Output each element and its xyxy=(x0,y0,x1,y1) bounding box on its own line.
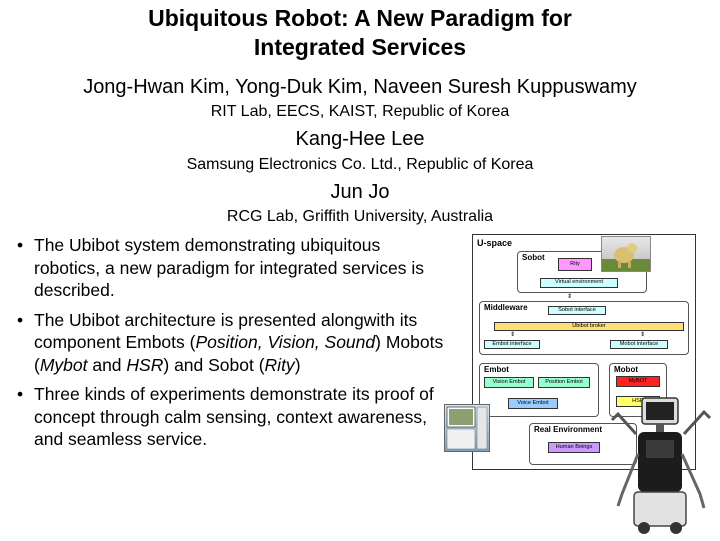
arrow-broker-embot: ⇕ xyxy=(510,332,516,338)
slide-title: Ubiquitous Robot: A New Paradigm for Int… xyxy=(0,4,720,62)
b2-text-1: The Ubibot architecture is presented alo… xyxy=(34,309,418,353)
arrow-sobot-middleware: ⇕ xyxy=(567,294,573,300)
bullet-text-1: The Ubibot system demonstrating ubiquito… xyxy=(34,235,425,300)
position-embot-box: Position Embot xyxy=(538,377,590,388)
ubibot-broker-box: Ubibot broker xyxy=(494,322,684,331)
b2-hsr-italic: HSR xyxy=(126,354,164,375)
bullet-text-2: The Ubibot architecture is presented alo… xyxy=(34,309,446,377)
vision-embot-screenshot xyxy=(444,404,490,452)
bullet-item-2: • The Ubibot architecture is presented a… xyxy=(14,309,446,377)
real-environment-panel: Real Environment Human Beings xyxy=(529,423,637,465)
title-line-1: Ubiquitous Robot: A New Paradigm for xyxy=(148,5,572,31)
bullet-text-3: Three kinds of experiments demonstrate i… xyxy=(34,384,434,449)
sobot-label: Sobot xyxy=(522,253,545,262)
vision-embot-box: Vision Embot xyxy=(484,377,534,388)
middleware-panel: Middleware ⇕ Sobot interface Ubibot brok… xyxy=(479,294,689,355)
authors-3: Jun Jo xyxy=(330,181,390,203)
affiliation-3: RCG Lab, Griffith University, Australia xyxy=(226,208,494,225)
b2-text-3: and xyxy=(87,354,127,375)
embot-panel: Embot Vision Embot Position Embot Voice … xyxy=(479,363,599,417)
sobot-robot-photo xyxy=(601,236,651,272)
bullet-symbol: • xyxy=(17,235,24,255)
b2-rity-italic: Rity xyxy=(264,354,295,375)
bullet-list: • The Ubibot system demonstrating ubiqui… xyxy=(14,234,446,458)
mobot-interface-box: Mobot interface xyxy=(610,340,668,349)
uspace-label: U-space xyxy=(477,238,513,248)
authors-2: Kang-Hee Lee xyxy=(295,128,425,150)
hsr-robot-photo xyxy=(608,394,714,536)
sobot-interface-box: Sobot interface xyxy=(548,306,606,315)
arrow-broker-mobot: ⇕ xyxy=(640,332,646,338)
virtual-environment-box: Virtual environment xyxy=(540,278,618,288)
mobot-label: Mobot xyxy=(614,365,638,374)
rity-box: Rity xyxy=(558,258,592,271)
b2-text-2: ) Mobots ( xyxy=(34,332,444,375)
bullet-symbol: • xyxy=(17,309,24,330)
affiliation-2: Samsung Electronics Co. Ltd., Republic o… xyxy=(186,156,534,173)
mobot-panel: Mobot MyBOT HSR xyxy=(609,363,667,417)
human-beings-box: Human Beings xyxy=(548,442,600,453)
ubibot-architecture-diagram: U-space Sobot Rity Virtual environment M… xyxy=(472,234,696,470)
b2-embots-italic: Position, Vision, Sound xyxy=(195,332,376,352)
voice-embot-box: Voice Embot xyxy=(508,398,558,409)
embot-label: Embot xyxy=(484,365,509,374)
middleware-label: Middleware xyxy=(484,303,528,312)
authors-1: Jong-Hwan Kim, Yong-Duk Kim, Naveen Sure… xyxy=(83,76,637,98)
b2-text-5: ) xyxy=(294,354,301,375)
title-line-2: Integrated Services xyxy=(253,34,467,60)
b2-text-4: ) and Sobot ( xyxy=(163,354,265,375)
bullet-item-1: • The Ubibot system demonstrating ubiqui… xyxy=(14,234,446,302)
affiliation-1: RIT Lab, EECS, KAIST, Republic of Korea xyxy=(210,103,510,120)
real-environment-label: Real Environment xyxy=(534,425,603,434)
bullet-item-3: • Three kinds of experiments demonstrate… xyxy=(14,383,446,451)
mybot-box: MyBOT xyxy=(616,376,660,387)
bullet-symbol: • xyxy=(17,384,24,404)
embot-interface-box: Embot interface xyxy=(484,340,540,349)
b2-mybot-italic: Mybot xyxy=(39,354,88,375)
